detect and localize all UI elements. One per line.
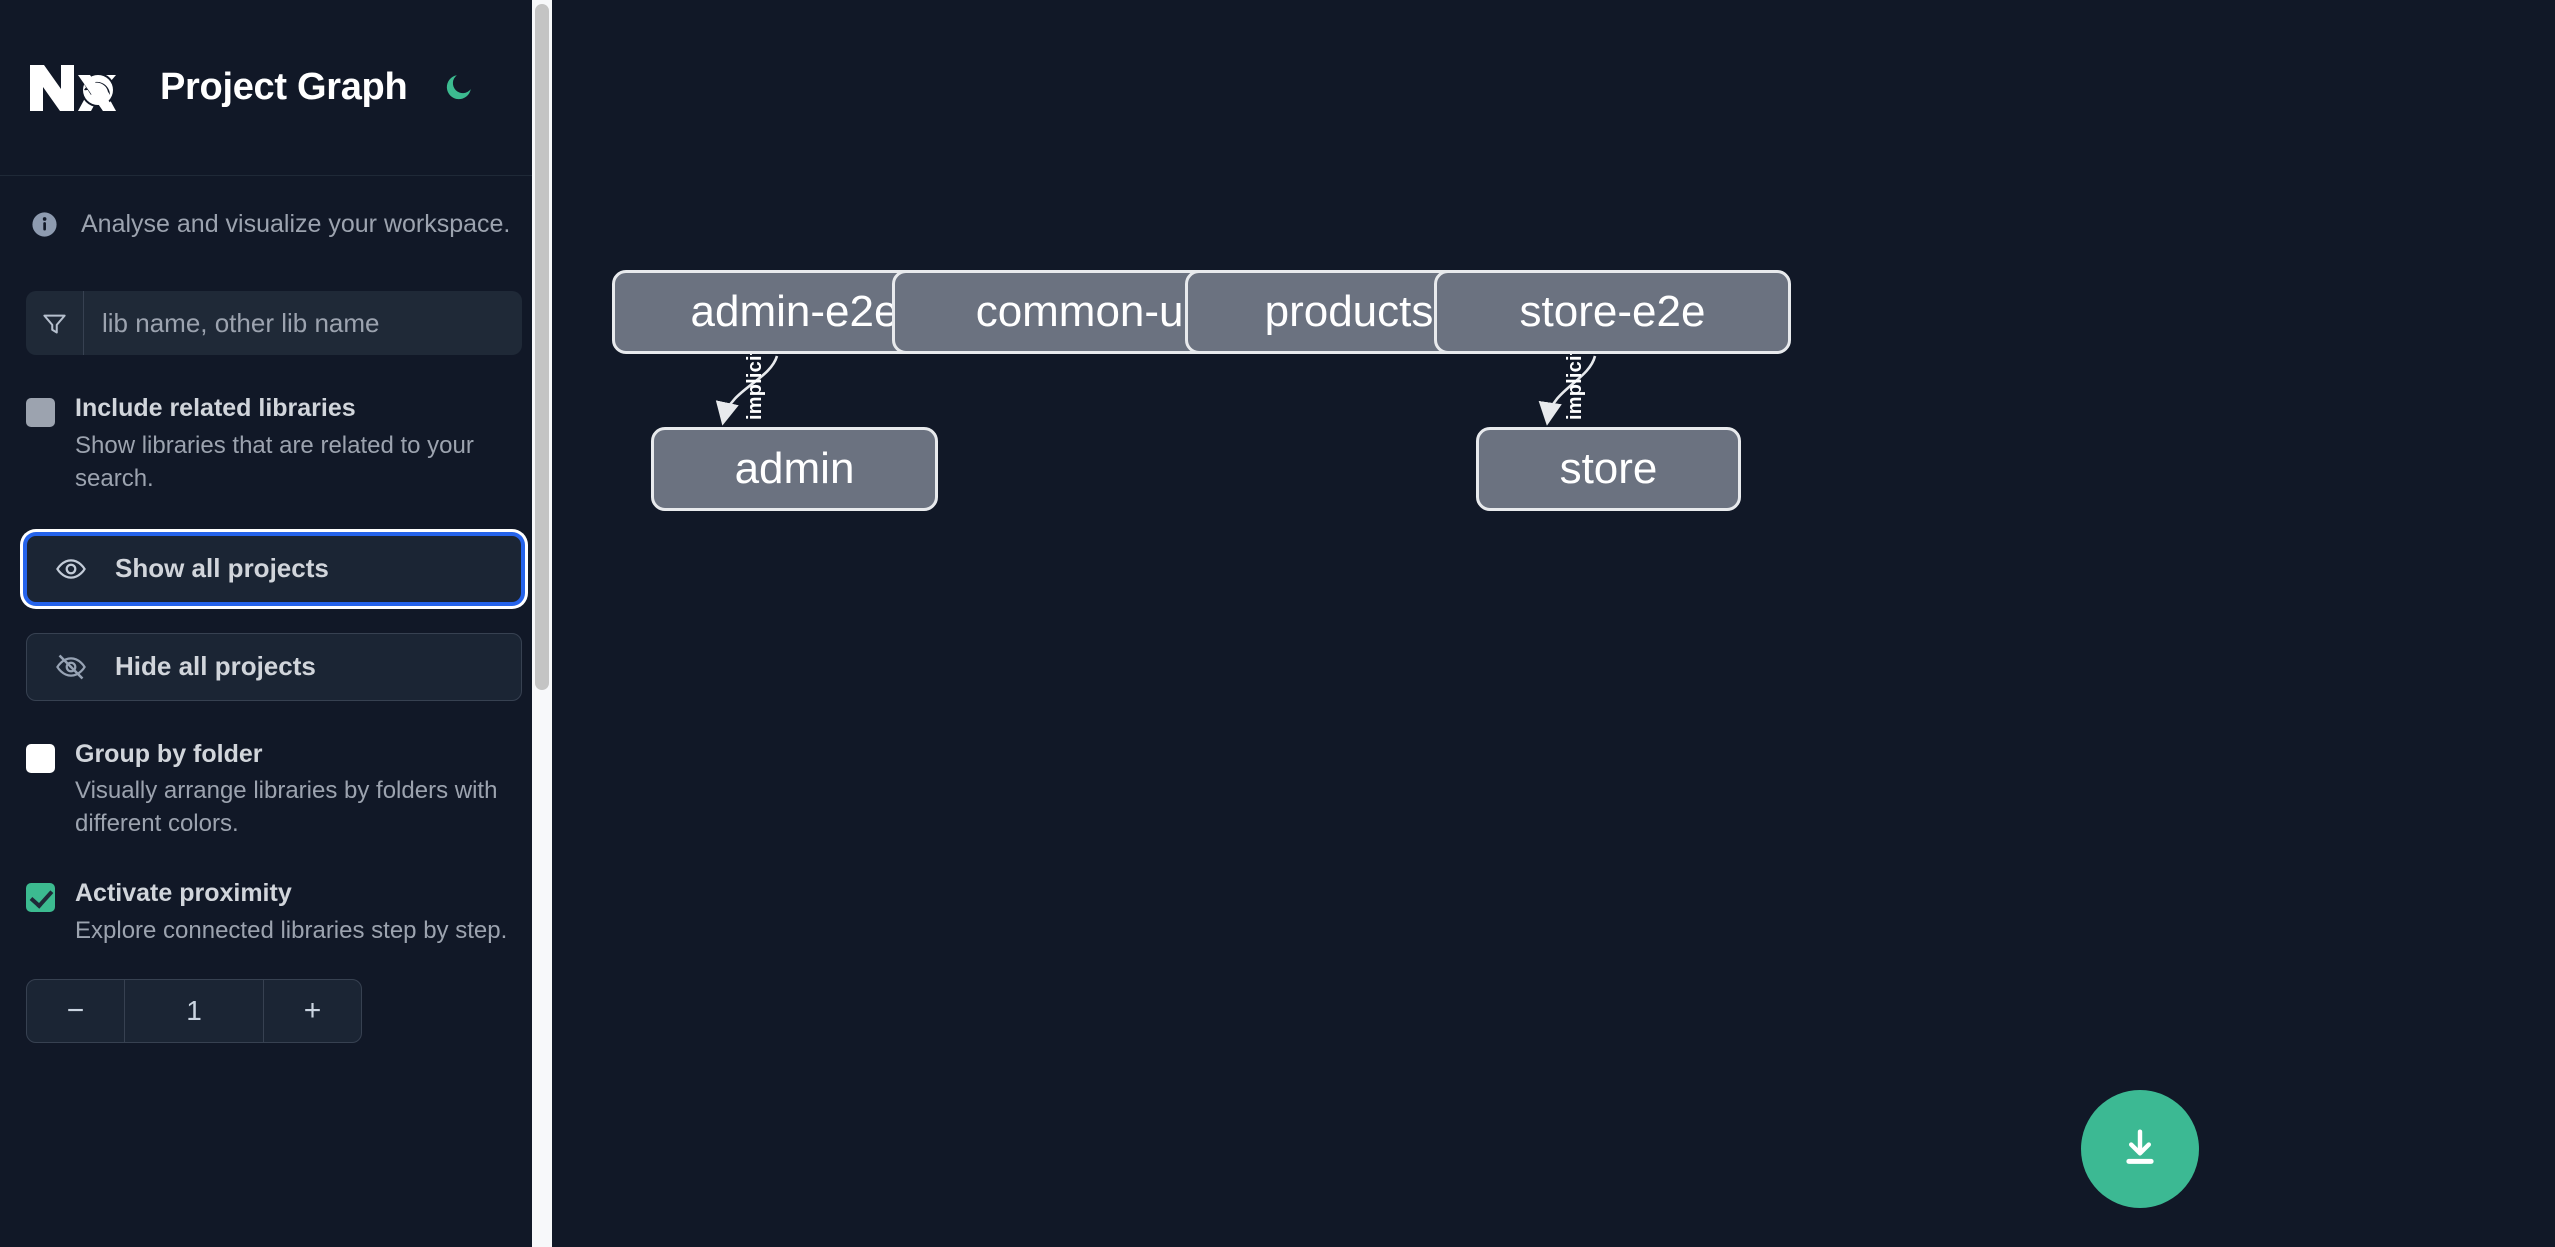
download-icon (2117, 1125, 2163, 1174)
option-description: Explore connected libraries step by step… (75, 916, 508, 944)
hide-all-projects-label: Hide all projects (115, 651, 316, 682)
stepper-increment-button[interactable]: + (263, 980, 361, 1043)
search-input[interactable] (84, 291, 522, 355)
info-icon (30, 210, 59, 239)
funnel-icon (26, 291, 84, 355)
search-box[interactable] (26, 291, 522, 355)
eye-icon (55, 553, 93, 585)
stepper-value: 1 (186, 995, 202, 1027)
download-graph-button[interactable] (2081, 1090, 2199, 1208)
show-all-projects-button[interactable]: Show all projects (26, 534, 522, 603)
proximity-stepper: − 1 + (26, 979, 362, 1044)
sidebar-header: Project Graph (0, 0, 552, 176)
sidebar-scrollbar-thumb[interactable] (535, 4, 549, 690)
sidebar-scrollbar-track[interactable] (532, 0, 552, 1247)
tagline-text: Analyse and visualize your workspace. (81, 210, 511, 238)
page-title: Project Graph (160, 66, 408, 108)
filter-section (0, 239, 552, 355)
graph-node-store[interactable]: store (1476, 427, 1741, 511)
checkbox-activate-proximity[interactable] (26, 883, 55, 913)
graph-canvas[interactable]: implicit implicit admin-e2e common-ui pr… (552, 0, 2555, 1247)
nx-logo-icon (26, 57, 126, 119)
stepper-decrement-button[interactable]: − (27, 980, 125, 1043)
edge-label-store-e2e-store: implicit (1564, 348, 1586, 420)
option-description: Show libraries that are related to your … (75, 431, 474, 492)
option-description: Visually arrange libraries by folders wi… (75, 777, 498, 838)
option-label: Group by folder (75, 739, 263, 768)
option-group-by-folder: Group by folder Visually arrange librari… (0, 701, 552, 841)
option-label: Include related libraries (75, 394, 356, 422)
sidebar: Project Graph Analyse and visualize your… (0, 0, 552, 1247)
option-activate-proximity: Activate proximity Explore connected lib… (0, 840, 552, 947)
button-spacer (26, 603, 512, 633)
checkbox-include-related-libraries[interactable] (26, 398, 55, 427)
workspace-tagline: Analyse and visualize your workspace. (0, 176, 552, 239)
edge-label-admin-e2e-admin: implicit (744, 348, 766, 420)
graph-edges (715, 355, 1597, 426)
visibility-buttons: Show all projects Hide all projects (0, 495, 552, 701)
checkbox-group-by-folder[interactable] (26, 743, 55, 773)
show-all-projects-label: Show all projects (115, 553, 329, 584)
hide-all-projects-button[interactable]: Hide all projects (26, 632, 522, 701)
graph-node-store-e2e[interactable]: store-e2e (1434, 270, 1791, 354)
moon-icon[interactable] (435, 65, 481, 111)
proximity-stepper-wrap: − 1 + (0, 947, 552, 1044)
option-include-related-libraries: Include related libraries Show libraries… (0, 355, 552, 495)
graph-node-admin[interactable]: admin (651, 427, 938, 511)
eye-slash-icon (55, 651, 93, 683)
option-label: Activate proximity (75, 879, 292, 908)
